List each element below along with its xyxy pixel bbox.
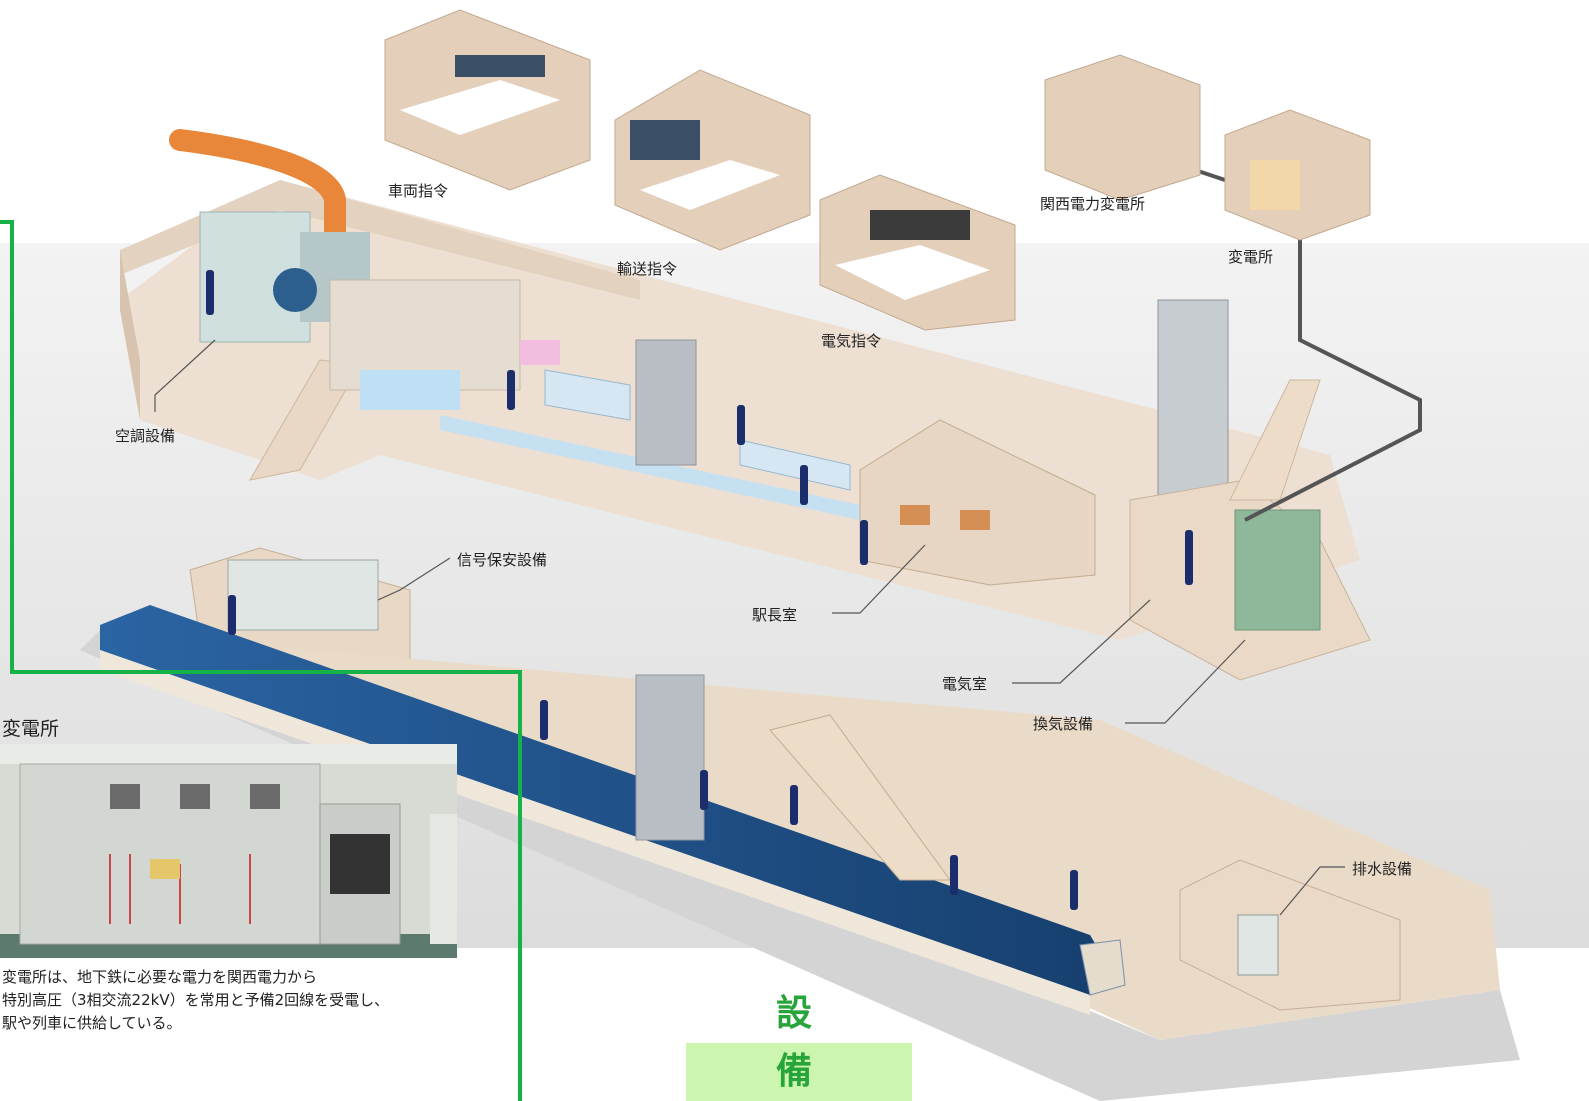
substation-building (1224, 109, 1371, 241)
desk-1 (900, 505, 930, 525)
desk-2 (960, 510, 990, 530)
leader-lines (154, 339, 1345, 916)
elevator-upper (635, 339, 697, 466)
panel-title: 変電所 (2, 718, 60, 740)
kansai-substation-building (1044, 54, 1201, 201)
people (206, 270, 1193, 910)
drainage-panel (1237, 914, 1279, 976)
signal-panels (227, 559, 379, 631)
label-substation: 変電所 (1228, 248, 1274, 266)
glass-floor (360, 370, 460, 410)
pink-floor (520, 340, 560, 365)
transport-command-building (614, 69, 811, 251)
label-station-master: 駅長室 (752, 606, 798, 624)
label-kansai-substation: 関西電力変電所 (1040, 195, 1146, 213)
elevator-lower (635, 674, 705, 841)
label-electric-command: 電気指令 (821, 332, 882, 350)
label-transport-command: 輸送指令 (617, 260, 678, 278)
label-vehicle-command: 車両指令 (388, 182, 449, 200)
highlight-right (518, 670, 522, 1101)
substation-photo (0, 744, 457, 958)
escalator-upper-2 (739, 439, 851, 491)
elevator-right (1157, 299, 1229, 501)
ac-motor (273, 268, 317, 312)
label-air-conditioning: 空調設備 (115, 427, 176, 445)
orange-pipe (169, 129, 346, 251)
ventilation-fan (1234, 509, 1321, 631)
highlight-top (0, 220, 14, 224)
concourse-side-wall (120, 250, 140, 420)
electric-command-building (819, 174, 1016, 331)
glass-partition (440, 415, 860, 520)
label-ventilation: 換気設備 (1033, 715, 1094, 733)
right-stairs (1229, 379, 1321, 501)
caption-line: 特別高圧（3相交流22kV）を常用と予備2回線を受電し、 (2, 991, 390, 1009)
power-cable (1244, 220, 1422, 522)
label-electric-room: 電気室 (942, 675, 988, 693)
vehicle-command-building (384, 9, 591, 191)
highlight-left (10, 220, 14, 673)
panel-caption: 変電所は、地下鉄に必要な電力を関西電力から 特別高圧（3相交流22kV）を常用と… (2, 966, 389, 1035)
caption-line: 変電所は、地下鉄に必要な電力を関西電力から (2, 968, 318, 986)
label-signal-safety: 信号保安設備 (457, 551, 548, 569)
escalator-upper (544, 369, 631, 421)
label-drainage: 排水設備 (1352, 860, 1413, 878)
highlight-bottom (10, 670, 522, 674)
concourse-back-wall (120, 180, 640, 300)
section-title: 設備 (686, 993, 912, 1101)
caption-line: 駅や列車に供給している。 (2, 1014, 182, 1032)
drainage-room (1179, 859, 1401, 1011)
train (100, 605, 1126, 1015)
